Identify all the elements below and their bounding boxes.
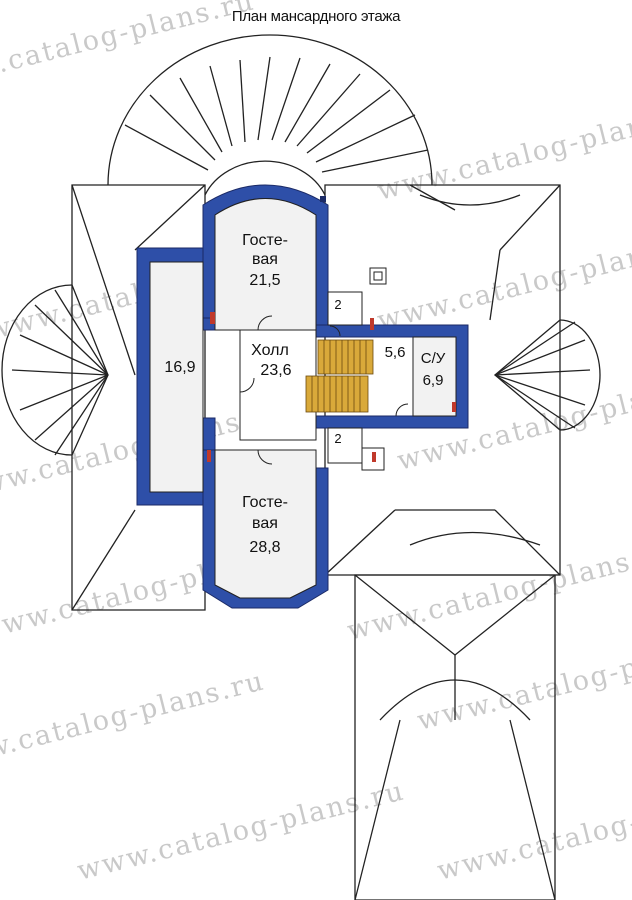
watermark-8: www.catalog-plans.ru: [344, 535, 632, 646]
watermark-4: www.catalog-plans.ru: [374, 225, 632, 336]
guest-top-label-line2: вая: [252, 251, 278, 268]
roof-outline: [1, 34, 601, 900]
watermark-12: www.catalog-plans.ru: [434, 775, 632, 886]
guest-bottom-label-line2: вая: [252, 515, 278, 532]
left-turret-ribs: [11, 289, 109, 456]
room-fills: [149, 198, 457, 599]
guest-bottom-label-line1: Госте-: [242, 494, 288, 511]
storage-marker-upper: 2: [334, 297, 341, 312]
room-left: [149, 261, 204, 493]
watermark-9: www.catalog-plans.ru: [0, 665, 268, 776]
guest-bottom-area: 28,8: [249, 539, 280, 556]
left-room-area: 16,9: [164, 359, 195, 376]
room-guest-bottom: [214, 449, 317, 599]
bath-label: С/У: [421, 350, 446, 367]
right-turret-ribs: [494, 321, 591, 429]
hall-area: 23,6: [260, 362, 291, 379]
red-accents: [207, 196, 456, 462]
bath-area: 6,9: [423, 372, 444, 389]
guest-top-area: 21,5: [249, 272, 280, 289]
guest-top-label-line1: Госте-: [242, 232, 288, 249]
watermark-1: www.catalog-plans.ru: [0, 0, 258, 97]
room-bath: [412, 336, 457, 417]
watermark-11: www.catalog-plans.ru: [74, 775, 408, 886]
doors: [239, 315, 409, 465]
hall-label: Холл: [251, 342, 289, 359]
watermark-2: www.catalog-plans.ru: [374, 95, 632, 206]
stair-area: 5,6: [385, 344, 406, 361]
staircase: [305, 339, 374, 413]
top-turret-ribs: [124, 56, 429, 173]
room-guest-top: [214, 198, 317, 331]
storage-marker-lower: 2: [334, 431, 341, 446]
plan-title: План мансардного этажа: [231, 8, 401, 25]
